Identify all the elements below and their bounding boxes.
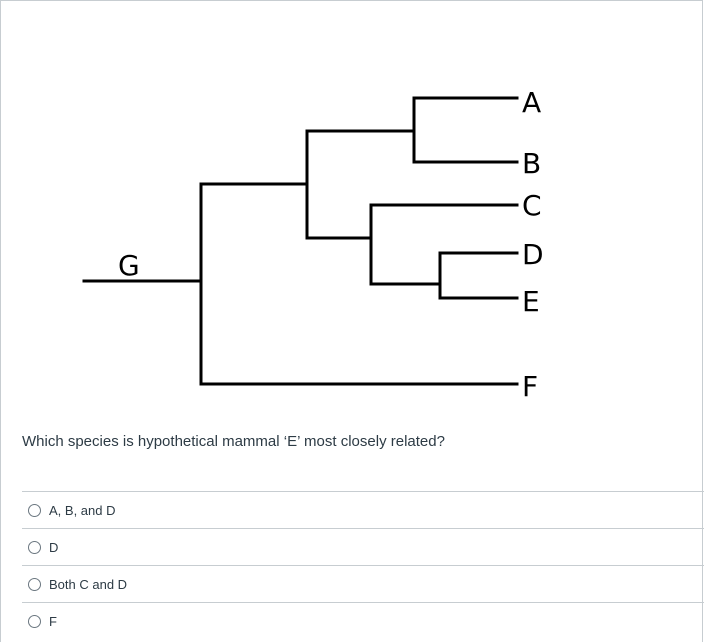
- tree-label-e: E: [522, 285, 540, 318]
- tree-label-f: F: [522, 370, 538, 403]
- question-text: Which species is hypothetical mammal ‘E’…: [22, 433, 445, 450]
- answer-label: D: [49, 539, 59, 555]
- tree-label-d: D: [522, 238, 544, 271]
- tree-label-a: A: [522, 86, 541, 119]
- answer-option[interactable]: F: [22, 602, 704, 639]
- answer-label: Both C and D: [49, 576, 128, 592]
- radio-button[interactable]: [28, 503, 41, 517]
- radio-button[interactable]: [28, 577, 41, 591]
- radio-button[interactable]: [28, 540, 41, 554]
- answer-label: F: [49, 613, 57, 629]
- tree-label-g: G: [118, 249, 140, 282]
- answer-option[interactable]: A, B, and D: [22, 491, 704, 528]
- radio-button[interactable]: [28, 614, 41, 628]
- answer-label: A, B, and D: [49, 502, 116, 518]
- tree-label-c: C: [522, 189, 542, 222]
- answer-option[interactable]: Both C and D: [22, 565, 704, 602]
- tree-label-b: B: [522, 147, 541, 180]
- phylogenetic-tree: A B C D E F G: [82, 86, 544, 403]
- answer-list: A, B, and D D Both C and D F: [22, 491, 704, 639]
- answer-option[interactable]: D: [22, 528, 704, 565]
